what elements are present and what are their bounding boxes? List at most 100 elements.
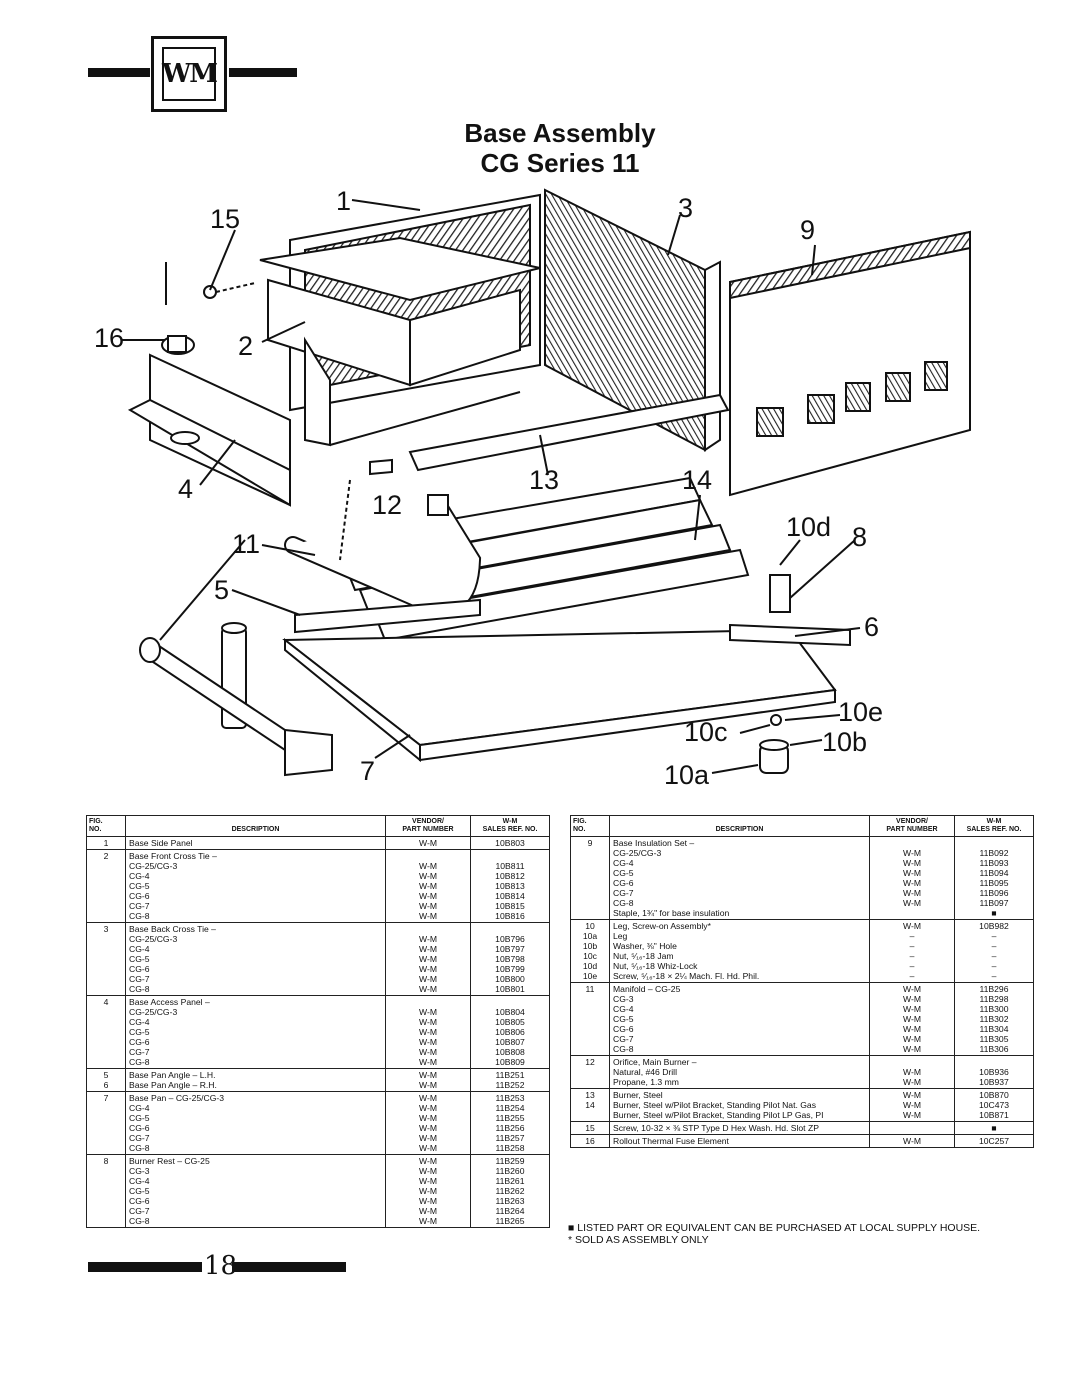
fig-number: 16	[570, 1134, 610, 1148]
base-pan	[282, 628, 837, 763]
col-sales-ref: W-M SALES REF. NO.	[470, 815, 550, 837]
vendor-part-number: W-M W-M W-M W-M W-M W-M	[385, 995, 471, 1069]
fig-number: 13 14	[570, 1088, 610, 1122]
vendor-part-number: W-M W-M W-M W-M W-M W-M	[385, 1091, 471, 1155]
callout-leaders	[122, 199, 861, 774]
sales-ref-number: 11B296 11B298 11B300 11B302 11B304 11B30…	[954, 982, 1034, 1056]
fig-number: 9	[570, 836, 610, 920]
callout-15: 15	[210, 204, 241, 234]
part-description: Burner Rest – CG-25 CG-3 CG-4 CG-5 CG-6 …	[125, 1154, 386, 1228]
table-row: 16 Rollout Thermal Fuse Element W-M 10C2…	[570, 1134, 1034, 1148]
table-row: 8 Burner Rest – CG-25 CG-3 CG-4 CG-5 CG-…	[86, 1154, 550, 1228]
vendor-part-number: W-M W-M W-M W-M W-M W-M	[869, 836, 955, 920]
table-row: 5 6 Base Pan Angle – L.H. Base Pan Angle…	[86, 1068, 550, 1092]
base-pan-angle	[294, 598, 851, 647]
base-front-cross-tie	[259, 236, 541, 447]
sales-ref-number: 10B796 10B797 10B798 10B799 10B800 10B80…	[470, 922, 550, 996]
fig-number: 3	[86, 922, 126, 996]
sales-ref-number: 10C257	[954, 1134, 1034, 1148]
part-description: Burner, Steel Burner, Steel w/Pilot Brac…	[609, 1088, 870, 1122]
callout-2: 2	[238, 331, 254, 361]
table-row: 11 Manifold – CG-25 CG-3 CG-4 CG-5 CG-6 …	[570, 982, 1034, 1056]
vendor-part-number: W-M	[869, 1134, 955, 1148]
part-description: Base Side Panel	[125, 836, 386, 850]
col-fig-no: FIG. NO.	[86, 815, 126, 837]
callout-9: 9	[800, 215, 816, 245]
table-row: 7 Base Pan – CG-25/CG-3 CG-4 CG-5 CG-6 C…	[86, 1091, 550, 1155]
sales-ref-number: 11B092 11B093 11B094 11B095 11B096 11B09…	[954, 836, 1034, 920]
burner-rest	[769, 574, 791, 613]
callout-12: 12	[372, 490, 403, 520]
vendor-part-number: W-M – – – – –	[869, 919, 955, 983]
callout-1: 1	[336, 186, 352, 216]
table-row: 4 Base Access Panel – CG-25/CG-3 CG-4 CG…	[86, 995, 550, 1069]
header-rule-right	[229, 68, 297, 77]
callout-14: 14	[682, 465, 713, 495]
fig-number: 1	[86, 836, 126, 850]
part-description: Base Access Panel – CG-25/CG-3 CG-4 CG-5…	[125, 995, 386, 1069]
exploded-assembly-diagram	[122, 188, 971, 777]
fig-number: 12	[570, 1055, 610, 1089]
fig-number: 15	[570, 1121, 610, 1135]
vendor-part-number: W-M W-M W-M W-M W-M W-M	[385, 849, 471, 923]
page-title: Base Assembly	[464, 118, 656, 148]
header-rule-left	[88, 68, 150, 77]
sales-ref-number: 11B253 11B254 11B255 11B256 11B257 11B25…	[470, 1091, 550, 1155]
table-row: 10 10a 10b 10c 10d 10e Leg, Screw-on Ass…	[570, 919, 1034, 983]
table-row: 12 Orifice, Main Burner – Natural, #46 D…	[570, 1055, 1034, 1089]
col-description: DESCRIPTION	[609, 815, 870, 837]
rollout-thermal-fuse	[161, 335, 195, 355]
fig-number: 4	[86, 995, 126, 1069]
parts-table-left: FIG. NO. DESCRIPTION VENDOR/ PART NUMBER…	[86, 815, 550, 1228]
fig-number: 7	[86, 1091, 126, 1155]
vendor-part-number: W-M W-M	[385, 1068, 471, 1092]
callout-8: 8	[852, 522, 868, 552]
sales-ref-number: ■	[954, 1121, 1034, 1135]
part-description: Screw, 10-32 × ⅜ STP Type D Hex Wash. Hd…	[609, 1121, 870, 1135]
table-row: 15 Screw, 10-32 × ⅜ STP Type D Hex Wash.…	[570, 1121, 1034, 1135]
part-description: Base Back Cross Tie – CG-25/CG-3 CG-4 CG…	[125, 922, 386, 996]
callout-10d: 10d	[786, 512, 832, 542]
fig-number: 2	[86, 849, 126, 923]
callout-10b: 10b	[822, 727, 868, 757]
table-row: 3 Base Back Cross Tie – CG-25/CG-3 CG-4 …	[86, 922, 550, 996]
brand-logo: WM	[151, 36, 227, 112]
col-vendor-part: VENDOR/ PART NUMBER	[869, 815, 955, 837]
vendor-part-number: W-M W-M W-M W-M W-M W-M W-M	[385, 1154, 471, 1228]
vendor-part-number: W-M	[385, 836, 471, 850]
page-number: 18	[204, 1251, 238, 1281]
note-sold-as-assembly: * SOLD AS ASSEMBLY ONLY	[568, 1234, 709, 1246]
table-row: 2 Base Front Cross Tie – CG-25/CG-3 CG-4…	[86, 849, 550, 923]
page-subtitle: CG Series 11	[480, 148, 640, 178]
callout-3: 3	[678, 193, 694, 223]
base-access-panel	[127, 353, 291, 507]
vendor-part-number: W-M W-M W-M W-M W-M W-M W-M	[869, 982, 955, 1056]
leg-tube	[139, 622, 333, 777]
col-description: DESCRIPTION	[125, 815, 386, 837]
callout-7: 7	[360, 756, 376, 786]
hex-screw	[165, 262, 256, 305]
callout-10a: 10a	[664, 760, 710, 790]
screw-on-leg	[759, 714, 789, 774]
parts-table-right: FIG. NO. DESCRIPTION VENDOR/ PART NUMBER…	[570, 815, 1034, 1148]
part-description: Base Insulation Set – CG-25/CG-3 CG-4 CG…	[609, 836, 870, 920]
table-row: 9 Base Insulation Set – CG-25/CG-3 CG-4 …	[570, 836, 1034, 920]
col-fig-no: FIG. NO.	[570, 815, 610, 837]
base-insulation-panel	[729, 230, 971, 497]
sales-ref-number: 10B803	[470, 836, 550, 850]
manifold-pipe	[284, 494, 482, 614]
callout-10c: 10c	[684, 717, 728, 747]
part-description: Base Pan Angle – L.H. Base Pan Angle – R…	[125, 1068, 386, 1092]
footer-rule-left	[88, 1262, 202, 1272]
callout-5: 5	[214, 575, 230, 605]
sales-ref-number: 10B804 10B805 10B806 10B807 10B808 10B80…	[470, 995, 550, 1069]
callout-6: 6	[864, 612, 880, 642]
vendor-part-number: W-M W-M W-M W-M W-M W-M	[385, 922, 471, 996]
col-vendor-part: VENDOR/ PART NUMBER	[385, 815, 471, 837]
table-notes: ■ LISTED PART OR EQUIVALENT CAN BE PURCH…	[568, 1222, 980, 1246]
vendor-part-number	[869, 1121, 955, 1135]
sales-ref-number: 10B870 10C473 10B871	[954, 1088, 1034, 1122]
part-description: Leg, Screw-on Assembly* Leg Washer, ⅜" H…	[609, 919, 870, 983]
note-listed-part: ■ LISTED PART OR EQUIVALENT CAN BE PURCH…	[568, 1222, 981, 1234]
fig-number: 11	[570, 982, 610, 1056]
